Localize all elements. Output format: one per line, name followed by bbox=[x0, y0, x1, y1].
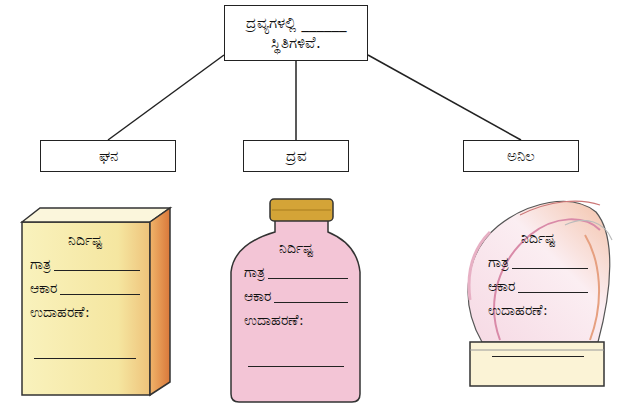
tree-connector bbox=[368, 55, 521, 140]
liquid-bottle bbox=[231, 199, 360, 402]
property-label: ನಿರ್ದಿಷ್ಟ bbox=[488, 226, 588, 250]
gas-smoke bbox=[468, 201, 612, 386]
state-box: ಘನ bbox=[40, 140, 176, 172]
state-box: ದ್ರವ bbox=[243, 140, 349, 172]
property-label: ಗಾತ್ರ bbox=[244, 260, 348, 284]
property-label: ನಿರ್ದಿಷ್ಟ bbox=[244, 236, 348, 260]
state-box: ಅನಿಲ bbox=[463, 140, 579, 172]
property-list: ನಿರ್ದಿಷ್ಟಗಾತ್ರಆಕಾರಉದಾಹರಣೆ: bbox=[28, 228, 142, 359]
property-label: ಆಕಾರ bbox=[488, 274, 588, 298]
property-label: ಗಾತ್ರ bbox=[488, 250, 588, 274]
property-label: ಉದಾಹರಣೆ: bbox=[30, 300, 140, 359]
property-list: ನಿರ್ದಿಷ್ಟಗಾತ್ರಆಕಾರಉದಾಹರಣೆ: bbox=[486, 226, 590, 357]
tree-connector bbox=[295, 61, 297, 140]
property-label: ನಿರ್ದಿಷ್ಟ bbox=[30, 228, 140, 252]
node-label: ಅನಿಲ bbox=[472, 146, 570, 166]
property-label: ಆಕಾರ bbox=[244, 284, 348, 308]
property-list: ನಿರ್ದಿಷ್ಟಗಾತ್ರಆಕಾರಉದಾಹರಣೆ: bbox=[242, 236, 350, 367]
node-label: ಘನ bbox=[49, 146, 167, 166]
property-label: ಉದಾಹರಣೆ: bbox=[488, 298, 588, 357]
node-label: ದ್ರವ್ಯಗಳಲ್ಲಿ ______ ಸ್ಥಿತಿಗಳಿವೆ. bbox=[233, 13, 359, 53]
topic-box: ದ್ರವ್ಯಗಳಲ್ಲಿ ______ ಸ್ಥಿತಿಗಳಿವೆ. bbox=[224, 5, 368, 61]
tree-connector bbox=[108, 55, 224, 140]
property-label: ಉದಾಹರಣೆ: bbox=[244, 308, 348, 367]
node-label: ದ್ರವ bbox=[252, 146, 340, 166]
property-label: ಆಕಾರ bbox=[30, 276, 140, 300]
property-label: ಗಾತ್ರ bbox=[30, 252, 140, 276]
solid-block bbox=[22, 208, 170, 395]
